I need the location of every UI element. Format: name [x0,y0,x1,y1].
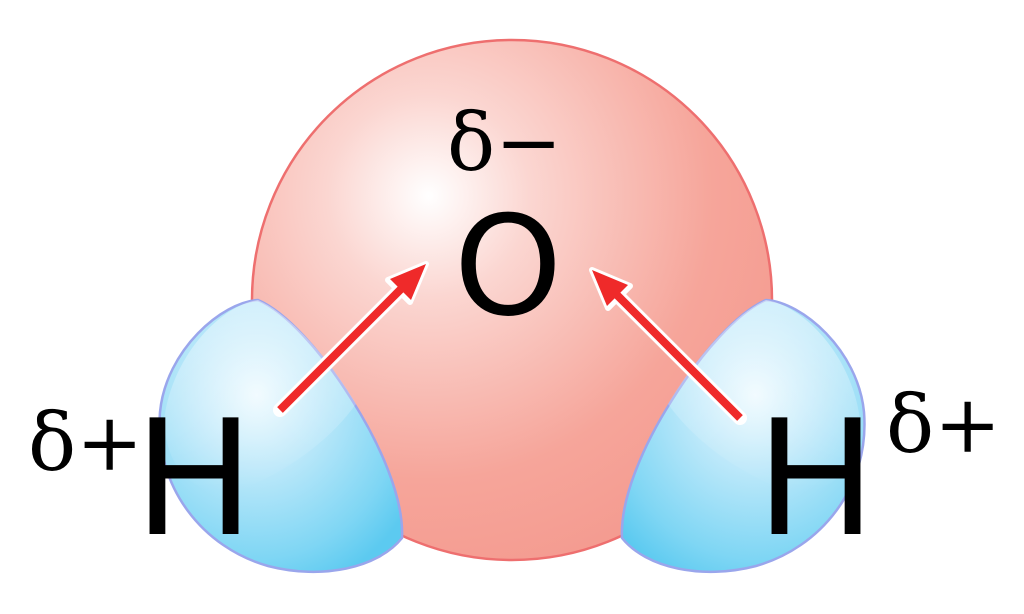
hydrogen-left-partial-charge: δ+ [28,396,143,489]
hydrogen-left-symbol: H [134,385,254,572]
oxygen-partial-charge: δ− [447,96,562,189]
hydrogen-right-symbol: H [756,385,876,572]
hydrogen-atom-left [158,298,404,574]
oxygen-symbol: O [454,186,563,347]
hydrogen-atom-right [620,298,866,574]
polarity-arrow-right [589,267,747,425]
hydrogen-right-partial-charge: δ+ [886,378,1001,471]
polarity-arrow-left [273,261,429,417]
